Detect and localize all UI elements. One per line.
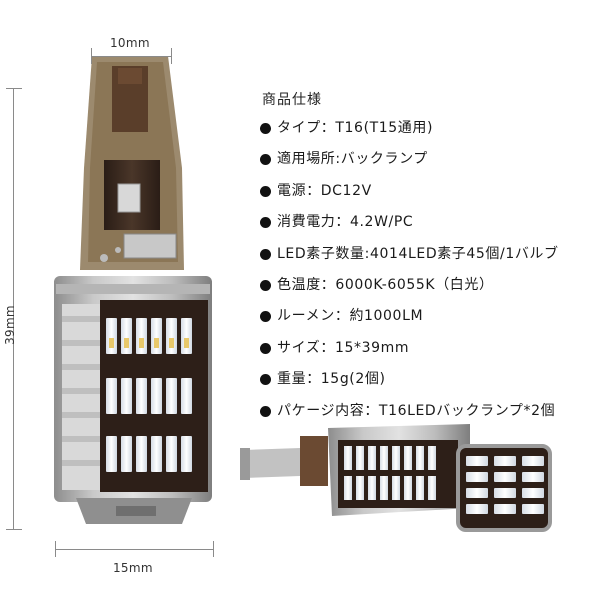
- spec-text: 消費電力：4.2W/PC: [277, 214, 414, 231]
- spec-text: 重量：15g(2個): [277, 371, 386, 388]
- bulb-wedge-base: [80, 56, 184, 270]
- bottom-width-tick-right: [213, 541, 214, 557]
- spec-item-led-count: LED素子数量:4014LED素子45個/1バルブ: [258, 243, 559, 274]
- height-tick-bottom: [6, 529, 22, 530]
- bottom-width-label: 15mm: [113, 561, 153, 575]
- height-tick-top: [6, 88, 22, 89]
- spec-item-power-consumption: 消費電力：4.2W/PC: [258, 211, 559, 242]
- spec-item-color-temp: 色温度：6000K-6055K（白光）: [258, 274, 559, 305]
- bullet-icon: [260, 279, 271, 291]
- spec-item-usage: 適用場所:バックランプ: [258, 148, 559, 179]
- spec-text: ルーメン：約1000LM: [277, 308, 424, 325]
- bullet-icon: [260, 185, 271, 197]
- top-width-tick-left: [91, 48, 92, 64]
- spec-text: パケージ内容：T16LEDバックランプ*2個: [277, 402, 556, 419]
- spec-item-package: パケージ内容：T16LEDバックランプ*2個: [258, 400, 559, 431]
- spec-text: サイズ：15*39mm: [277, 339, 410, 356]
- spec-item-size: サイズ：15*39mm: [258, 337, 559, 368]
- spec-item-power-source: 電源：DC12V: [258, 180, 559, 211]
- bulb-body: [54, 276, 212, 524]
- spec-list: タイプ：T16(T15通用) 適用場所:バックランプ 電源：DC12V 消費電力…: [258, 117, 559, 431]
- top-width-label: 10mm: [110, 36, 150, 50]
- bullet-icon: [260, 217, 271, 229]
- top-width-line: [91, 56, 172, 57]
- height-label: 39mm: [2, 305, 17, 345]
- spec-text: 色温度：6000K-6055K（白光）: [277, 276, 494, 293]
- led-chip-array: [106, 318, 192, 472]
- bullet-icon: [260, 342, 271, 354]
- spec-item-type: タイプ：T16(T15通用): [258, 117, 559, 148]
- spec-item-lumen: ルーメン：約1000LM: [258, 305, 559, 336]
- spec-text: 適用場所:バックランプ: [277, 151, 428, 168]
- bullet-icon: [260, 154, 271, 166]
- spec-text: タイプ：T16(T15通用): [277, 120, 434, 136]
- bullet-icon: [260, 311, 271, 323]
- bullet-icon: [260, 123, 271, 134]
- top-width-tick-right: [171, 48, 172, 64]
- bottom-width-line: [55, 549, 214, 550]
- bullet-icon: [260, 374, 271, 386]
- spec-text: 電源：DC12V: [277, 182, 372, 199]
- bullet-icon: [260, 248, 271, 260]
- height-line: [13, 88, 14, 530]
- bulb-side-view: [240, 424, 552, 532]
- bottom-width-tick-left: [55, 541, 56, 557]
- spec-item-weight: 重量：15g(2個): [258, 368, 559, 399]
- spec-title: 商品仕様: [262, 92, 322, 108]
- bullet-icon: [260, 405, 271, 417]
- spec-text: LED素子数量:4014LED素子45個/1バルブ: [277, 245, 559, 262]
